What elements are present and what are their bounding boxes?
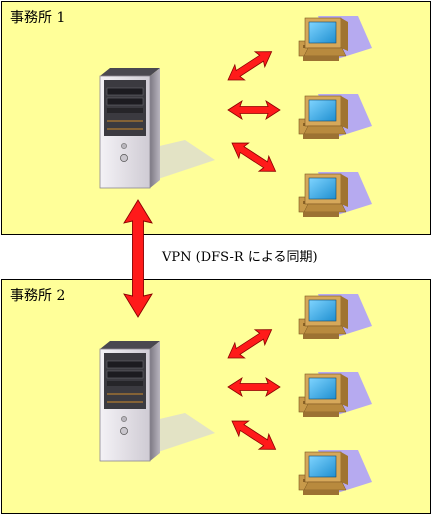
double-arrow-icon	[226, 413, 281, 458]
vpn-double-arrow-icon	[123, 199, 153, 318]
double-arrow-icon	[222, 321, 277, 366]
computer-icon	[298, 15, 373, 62]
double-arrow-icon	[222, 43, 277, 88]
computer-icon	[298, 449, 373, 496]
server-icon	[99, 340, 216, 462]
computer-icon	[298, 93, 373, 140]
double-arrow-icon	[227, 100, 281, 120]
double-arrow-icon	[227, 377, 281, 397]
computer-icon	[298, 371, 373, 418]
computer-icon	[298, 171, 373, 218]
office-1-label: 事務所 1	[10, 10, 66, 26]
vpn-link-label: VPN (DFS-R による同期)	[162, 250, 318, 265]
double-arrow-icon	[226, 135, 281, 180]
office-2-label: 事務所 2	[10, 288, 66, 304]
server-icon	[99, 67, 216, 189]
computer-icon	[298, 293, 373, 340]
